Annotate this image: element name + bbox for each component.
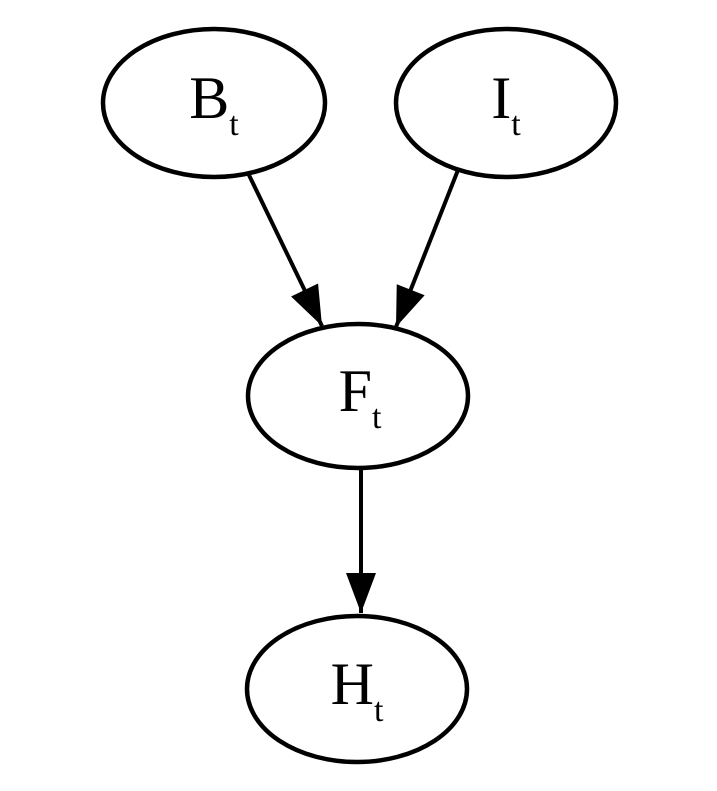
node-Ft-ellipse	[245, 321, 471, 471]
edge-It-Ft	[394, 169, 460, 328]
node-It-ellipse	[393, 26, 619, 180]
node-It-subscript: t	[511, 106, 521, 143]
node-Bt-label: Bt	[189, 65, 239, 143]
node-Bt-subscript: t	[229, 106, 239, 143]
edge-Bt-Ft-line	[246, 172, 324, 327]
node-Ht-subscript: t	[374, 692, 384, 729]
node-It: It	[393, 26, 619, 180]
node-Ht-label: Ht	[331, 651, 384, 729]
node-Ht-letter: H	[331, 651, 374, 717]
edge-It-Ft-line	[394, 169, 460, 328]
node-Bt: Bt	[100, 26, 328, 180]
node-Ft-label: Ft	[339, 358, 382, 436]
node-Ht: Ht	[244, 613, 470, 765]
node-Ht-ellipse	[244, 613, 470, 765]
edge-Bt-Ft	[246, 172, 324, 327]
node-Bt-letter: B	[189, 65, 229, 131]
node-Ft: Ft	[245, 321, 471, 471]
node-Bt-ellipse	[100, 26, 328, 180]
node-It-label: It	[491, 65, 521, 143]
node-It-letter: I	[491, 65, 511, 131]
node-Ft-letter: F	[339, 358, 372, 424]
node-Ft-subscript: t	[372, 399, 382, 436]
